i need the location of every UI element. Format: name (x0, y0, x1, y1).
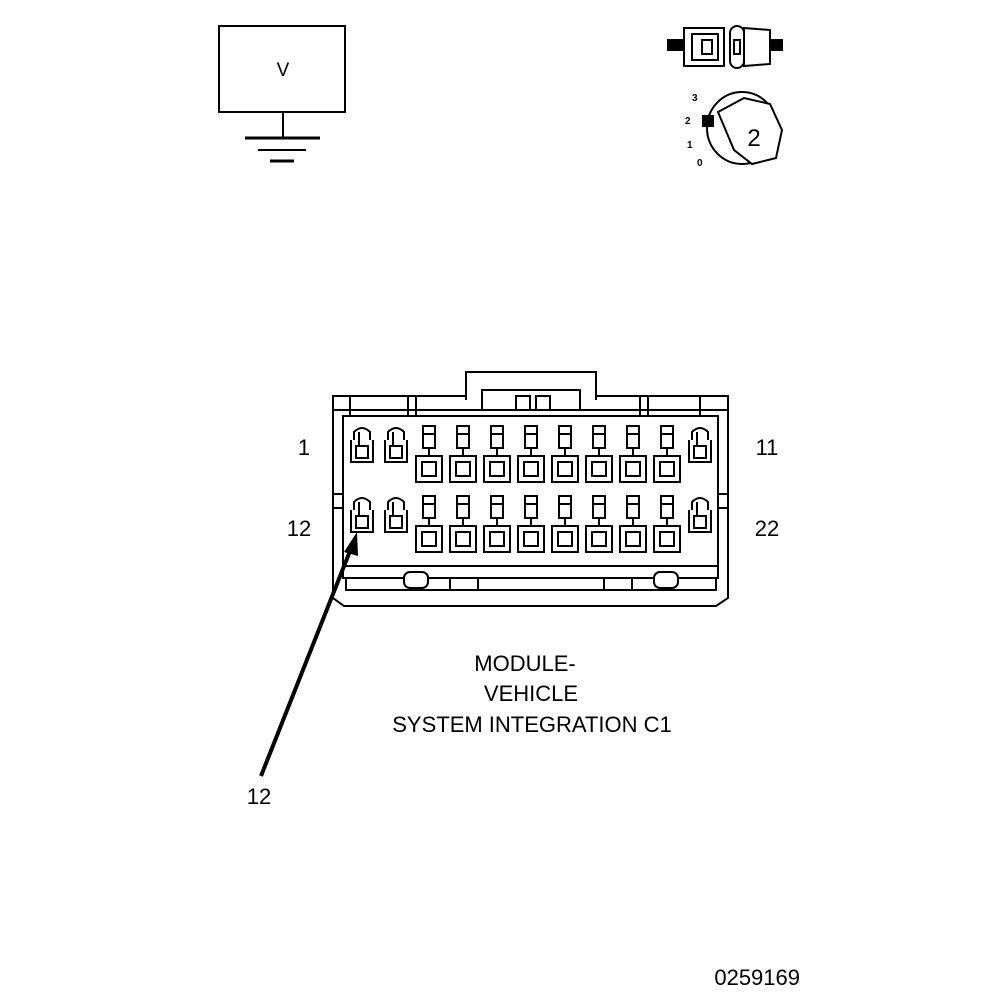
callout-arrow (259, 532, 358, 777)
pin-cavity (585, 425, 613, 483)
pin-cavity (415, 495, 443, 553)
callout-label: 12 (247, 784, 271, 809)
svg-text:2: 2 (685, 116, 691, 127)
pin-cavity (653, 495, 681, 553)
ignition-position-labels: 3 2 1 0 (685, 93, 703, 169)
pin-cavity (551, 495, 579, 553)
meter-label: V (277, 60, 290, 81)
pin-cavity (585, 495, 613, 553)
pin-cavity (449, 425, 477, 483)
pin-label-top-left: 1 (298, 435, 310, 460)
svg-text:SYSTEM INTEGRATION C1: SYSTEM INTEGRATION C1 (392, 712, 672, 737)
pin-cavity (449, 495, 477, 553)
connector-body (332, 371, 729, 607)
pin-cavity (384, 427, 408, 463)
ignition-selected-position: 2 (747, 125, 760, 152)
pin-cavity (483, 495, 511, 553)
connector-title: MODULE- VEHICLE SYSTEM INTEGRATION C1 (392, 651, 672, 737)
pin-label-top-right: 11 (756, 435, 779, 460)
pin-cavity (517, 495, 545, 553)
pin-cavity (517, 425, 545, 483)
voltmeter-icon (218, 25, 346, 163)
ignition-switch-icon (702, 91, 784, 166)
pin-cavity (384, 497, 408, 533)
svg-text:0: 0 (697, 158, 703, 169)
pin-cavity (483, 425, 511, 483)
connector-pin-cavities (350, 425, 712, 553)
pin-cavity (619, 495, 647, 553)
connector-disconnected-icon (667, 25, 783, 69)
pin-cavity (688, 427, 712, 463)
svg-text:1: 1 (687, 140, 693, 151)
pin-label-bottom-left: 12 (287, 516, 311, 541)
pin-cavity (551, 425, 579, 483)
pin-cavity (619, 425, 647, 483)
svg-text:MODULE-: MODULE- (474, 651, 575, 676)
svg-text:3: 3 (692, 93, 698, 104)
pin-cavity (688, 497, 712, 533)
figure-id: 0259169 (714, 965, 800, 990)
pin-cavity (350, 427, 374, 463)
pin-cavity (415, 425, 443, 483)
pin-cavity (653, 425, 681, 483)
pin-cavity (350, 497, 374, 533)
svg-text:VEHICLE: VEHICLE (484, 681, 578, 706)
pin-label-bottom-right: 22 (755, 516, 779, 541)
